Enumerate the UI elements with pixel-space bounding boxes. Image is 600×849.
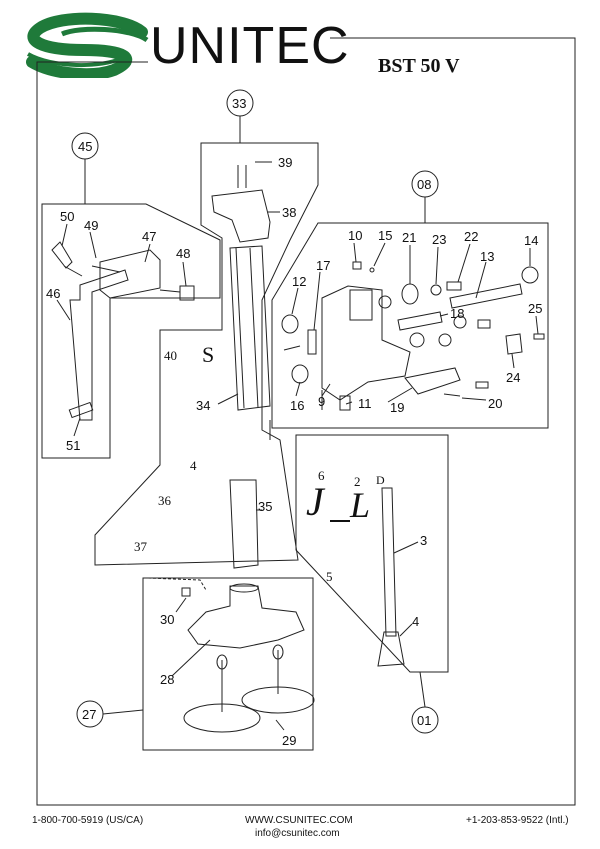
label-46: 46 xyxy=(46,286,60,301)
label-30: 30 xyxy=(160,612,174,627)
part-48-block xyxy=(179,285,195,301)
label-23: 23 xyxy=(432,232,446,247)
label-50: 50 xyxy=(60,209,74,224)
label-28: 28 xyxy=(160,672,174,687)
group-45-outline xyxy=(41,203,221,459)
callout-33: 33 xyxy=(232,96,246,111)
label-25: 25 xyxy=(528,301,542,316)
fragment-2: 2 xyxy=(354,474,361,489)
label-38: 38 xyxy=(282,205,296,220)
label-18: 18 xyxy=(450,306,464,321)
part-51-pin xyxy=(68,401,94,419)
label-22: 22 xyxy=(464,229,478,244)
unitec-logo-icon xyxy=(26,12,149,78)
label-21: 21 xyxy=(402,230,416,245)
part-9-housing xyxy=(321,285,411,401)
fragment-l: L xyxy=(349,485,370,525)
part-15-ball xyxy=(369,267,375,273)
model-name: BST 50 V xyxy=(378,55,460,77)
label-51: 51 xyxy=(66,438,80,453)
group-08-outline xyxy=(271,222,549,429)
label-9: 9 xyxy=(318,394,325,409)
label-12: 12 xyxy=(292,274,306,289)
label-29: 29 xyxy=(282,733,296,748)
part-35-tube xyxy=(229,479,259,569)
part-28-base xyxy=(187,585,305,649)
callout-01: 01 xyxy=(417,713,431,728)
group-33-outline xyxy=(94,142,319,566)
part-17-key xyxy=(307,329,317,355)
part-13-shaft xyxy=(449,283,523,309)
part-4-tip xyxy=(377,631,405,667)
part-21-bearing xyxy=(401,283,419,305)
page-frame xyxy=(36,37,576,806)
fragment-6: 6 xyxy=(318,468,325,483)
part-12-bushing xyxy=(281,314,299,334)
footer-phone-us: 1-800-700-5919 (US/CA) xyxy=(32,815,144,826)
fragment-s: S xyxy=(202,342,214,367)
callout-27: 27 xyxy=(82,707,96,722)
part-50-lever xyxy=(51,241,83,277)
footer-phone-intl: +1-203-853-9522 (Intl.) xyxy=(466,815,569,826)
label-49: 49 xyxy=(84,218,98,233)
fragment-36: 36 xyxy=(158,493,172,508)
part-38-cap xyxy=(211,189,271,243)
fragment-5: 5 xyxy=(326,569,333,584)
part-34-rail xyxy=(229,245,271,411)
part-20-screw xyxy=(443,393,461,397)
label-14: 14 xyxy=(524,233,538,248)
part-16-bushing xyxy=(291,364,309,384)
fragment-40: 40 xyxy=(164,348,177,363)
label-20: 20 xyxy=(488,396,502,411)
label-16: 16 xyxy=(290,398,304,413)
part-19-clamp xyxy=(404,367,461,395)
label-4: 4 xyxy=(412,614,419,629)
part-46-bracket xyxy=(69,269,129,421)
label-48: 48 xyxy=(176,246,190,261)
label-13: 13 xyxy=(480,249,494,264)
label-24: 24 xyxy=(506,370,520,385)
part-30-screw xyxy=(181,587,191,597)
label-19: 19 xyxy=(390,400,404,415)
label-11: 11 xyxy=(358,396,372,411)
label-34: 34 xyxy=(196,398,210,413)
footer-email[interactable]: info@csunitec.com xyxy=(255,828,340,839)
footer-website[interactable]: WWW.CSUNITEC.COM xyxy=(245,815,353,826)
label-39: 39 xyxy=(278,155,292,170)
part-18-shaft xyxy=(397,311,443,331)
label-3: 3 xyxy=(420,533,427,548)
callout-45: 45 xyxy=(78,139,92,154)
callout-08: 08 xyxy=(417,177,431,192)
label-35: 35 xyxy=(258,499,272,514)
fragment-d: D xyxy=(376,473,385,487)
group-27-outline xyxy=(142,577,314,751)
part-23-washer xyxy=(430,284,442,296)
part-3-rod xyxy=(381,487,397,637)
fragment-4: 4 xyxy=(190,458,197,473)
part-22-sleeve xyxy=(446,281,462,291)
part-25-pin xyxy=(533,333,545,340)
part-24-latch xyxy=(505,333,523,355)
label-10: 10 xyxy=(348,228,362,243)
group-01-outline xyxy=(295,434,449,673)
fragment-37: 37 xyxy=(134,539,148,554)
part-10-nut xyxy=(352,261,362,270)
part-47-plate xyxy=(99,249,161,299)
fragment-j: J xyxy=(306,479,326,524)
label-15: 15 xyxy=(378,228,392,243)
label-47: 47 xyxy=(142,229,156,244)
brand-name: UNITEC xyxy=(150,17,350,75)
label-17: 17 xyxy=(316,258,330,273)
part-14-bearing xyxy=(521,266,539,284)
